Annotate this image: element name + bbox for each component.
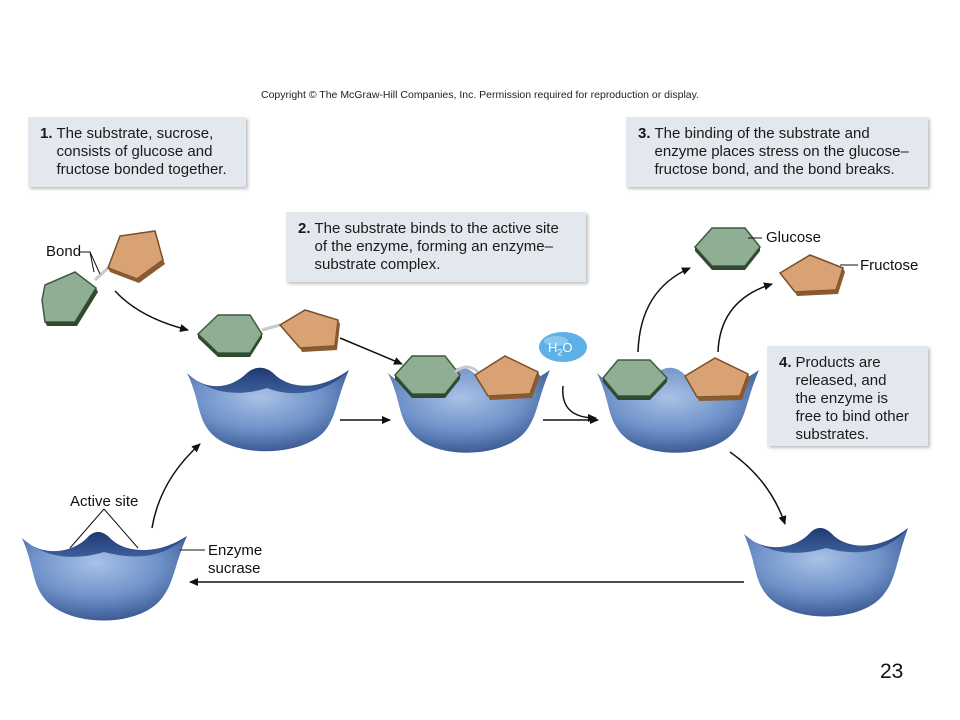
step-3-text: The binding of the substrate and enzyme … bbox=[654, 125, 909, 178]
step-3-box: 3.The binding of the substrate and enzym… bbox=[626, 117, 928, 187]
sucrose-molecule-approaching bbox=[196, 309, 340, 357]
water-label: H2O bbox=[548, 340, 573, 358]
glucose-released bbox=[693, 227, 761, 270]
sucrose-molecule-free bbox=[41, 230, 165, 326]
step-2-box: 2.The substrate binds to the active site… bbox=[286, 212, 586, 282]
copyright-notice: Copyright © The McGraw-Hill Companies, I… bbox=[260, 89, 700, 101]
step-1-number: 1. bbox=[40, 125, 53, 142]
enzyme-label-line1: Enzyme bbox=[208, 542, 263, 559]
split-substrates-in-enzyme bbox=[602, 357, 750, 401]
step-4-box: 4.Products are released, and the enzyme … bbox=[767, 346, 928, 446]
step-4-number: 4. bbox=[779, 354, 792, 371]
fructose-label: Fructose bbox=[860, 257, 919, 274]
enzyme-label-line2: sucrase bbox=[208, 560, 261, 577]
step-1-text: The substrate, sucrose, consists of gluc… bbox=[56, 125, 227, 178]
page-number: 23 bbox=[880, 660, 904, 683]
fructose-released bbox=[778, 254, 845, 296]
enzyme-bottom-left bbox=[22, 532, 187, 621]
enzyme-top-left bbox=[187, 367, 349, 452]
enzyme-substrate-complex bbox=[393, 355, 540, 400]
enzyme-bottom-right bbox=[744, 528, 908, 617]
step-2-number: 2. bbox=[298, 220, 311, 237]
bond-label: Bond bbox=[46, 243, 82, 260]
step-4-text: Products are released, and the enzyme is… bbox=[795, 354, 909, 443]
label-leaders bbox=[69, 237, 858, 551]
active-site-label: Active site bbox=[70, 493, 139, 510]
glucose-label: Glucose bbox=[766, 229, 822, 246]
step-1-box: 1.The substrate, sucrose, consists of gl… bbox=[28, 117, 246, 187]
process-arrows bbox=[114, 267, 787, 586]
step-2-text: The substrate binds to the active site o… bbox=[314, 220, 559, 273]
water-molecule-icon bbox=[539, 332, 587, 362]
step-3-number: 3. bbox=[638, 125, 651, 142]
